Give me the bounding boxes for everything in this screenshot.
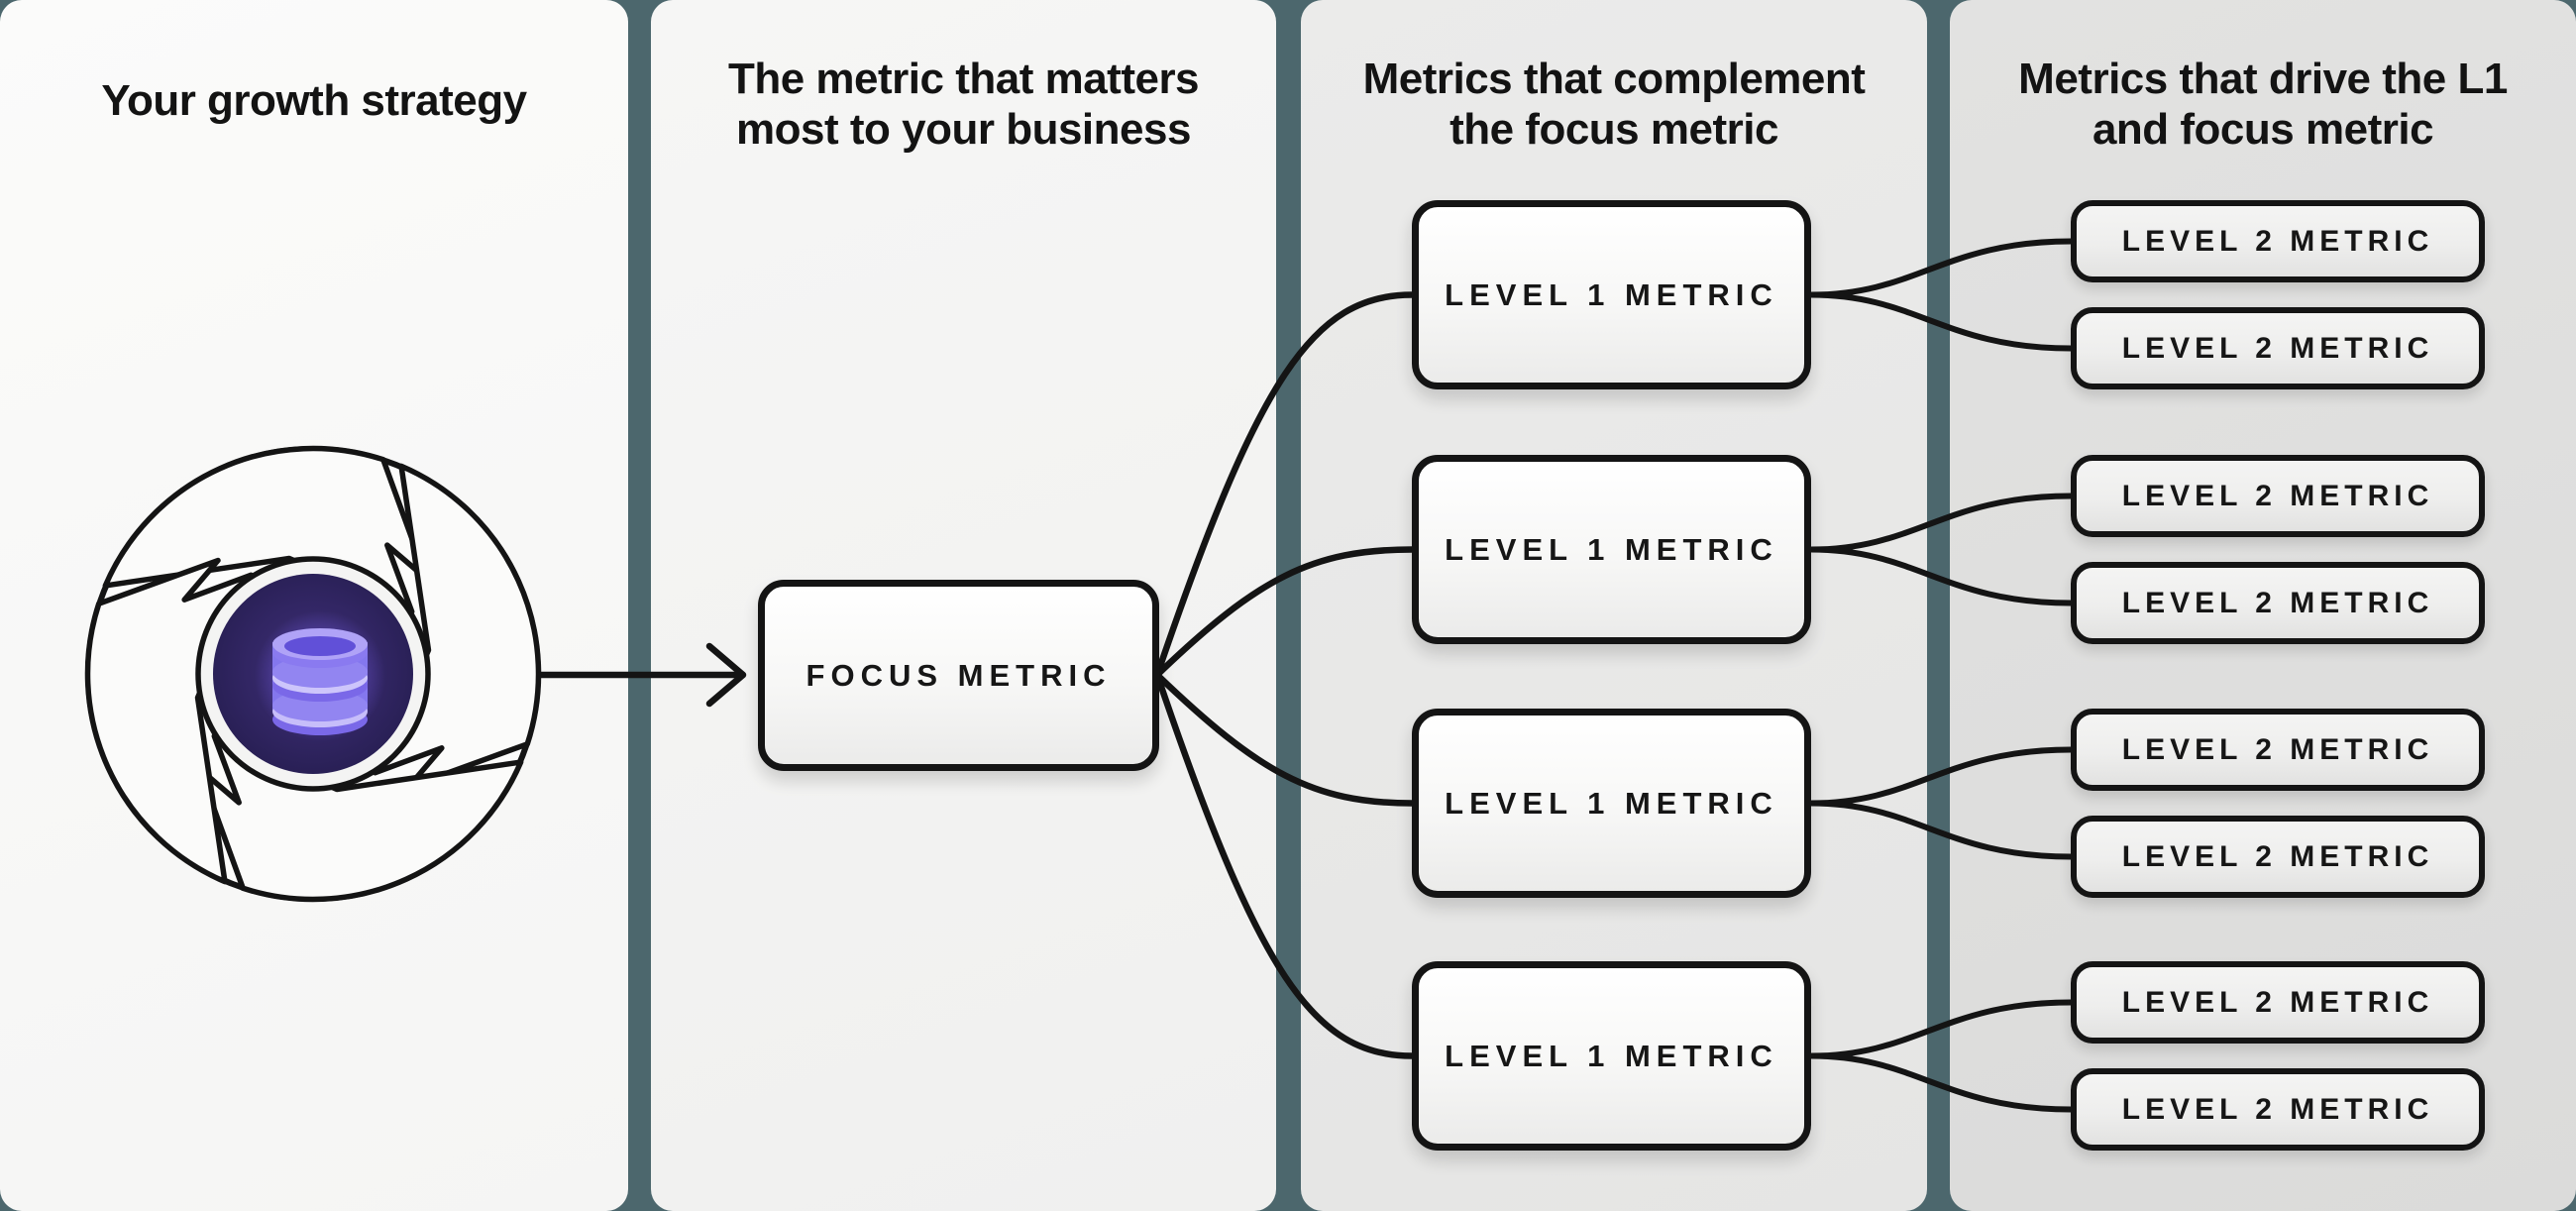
panel-title-line: Metrics that drive the L1	[2018, 55, 2508, 103]
panel-title-line: most to your business	[736, 105, 1191, 154]
l1-to-l2-connectors	[1810, 238, 2072, 1113]
level2-metric-label: LEVEL 2 METRIC	[2121, 839, 2434, 873]
level2-metric-node: LEVEL 2 METRIC	[2071, 961, 2485, 1044]
level1-metric-label: LEVEL 1 METRIC	[1445, 1038, 1778, 1073]
panel-focus-metric: The metric that matters most to your bus…	[651, 0, 1276, 1211]
arrowhead-icon	[705, 642, 747, 708]
level2-metric-label: LEVEL 2 METRIC	[2121, 1092, 2434, 1126]
level1-metric-label: LEVEL 1 METRIC	[1445, 276, 1778, 312]
level1-metric-node: LEVEL 1 METRIC	[1412, 455, 1811, 644]
level2-metric-label: LEVEL 2 METRIC	[2121, 479, 2434, 512]
level2-metric-label: LEVEL 2 METRIC	[2121, 732, 2434, 766]
level1-metric-label: LEVEL 1 METRIC	[1445, 531, 1778, 567]
panel-title-line: Your growth strategy	[101, 76, 527, 125]
arrow-connector	[536, 642, 747, 708]
panel-title: Metrics that complement the focus metric	[1301, 54, 1927, 155]
focus-to-l1-connectors	[1153, 291, 1413, 1059]
panel-title-line: Metrics that complement	[1362, 55, 1866, 103]
focus-metric-node: FOCUS METRIC	[758, 580, 1159, 771]
level2-metric-node: LEVEL 2 METRIC	[2071, 1068, 2485, 1151]
level2-metric-node: LEVEL 2 METRIC	[2071, 200, 2485, 282]
panel-title: Your growth strategy	[0, 75, 628, 126]
level2-metric-node: LEVEL 2 METRIC	[2071, 307, 2485, 389]
level1-metric-node: LEVEL 1 METRIC	[1412, 709, 1811, 898]
panel-title-line: The metric that matters	[727, 55, 1200, 103]
level2-metric-node: LEVEL 2 METRIC	[2071, 709, 2485, 791]
level1-metric-node: LEVEL 1 METRIC	[1412, 200, 1811, 389]
level2-metric-node: LEVEL 2 METRIC	[2071, 562, 2485, 644]
level2-metric-label: LEVEL 2 METRIC	[2121, 224, 2434, 258]
panel-title: The metric that matters most to your bus…	[651, 54, 1276, 155]
level1-metric-label: LEVEL 1 METRIC	[1445, 785, 1778, 821]
level2-metric-label: LEVEL 2 METRIC	[2121, 331, 2434, 365]
database-icon	[255, 610, 385, 741]
focus-metric-label: FOCUS METRIC	[805, 657, 1112, 693]
panel-title: Metrics that drive the L1 and focus metr…	[1950, 54, 2576, 155]
level1-metric-node: LEVEL 1 METRIC	[1412, 961, 1811, 1151]
growth-loop-database-icon	[58, 419, 568, 929]
panel-title-line: the focus metric	[1449, 105, 1778, 154]
panel-title-line: and focus metric	[2092, 105, 2434, 154]
level2-metric-node: LEVEL 2 METRIC	[2071, 455, 2485, 537]
level2-metric-node: LEVEL 2 METRIC	[2071, 816, 2485, 898]
level2-metric-label: LEVEL 2 METRIC	[2121, 985, 2434, 1019]
level2-metric-label: LEVEL 2 METRIC	[2121, 586, 2434, 619]
